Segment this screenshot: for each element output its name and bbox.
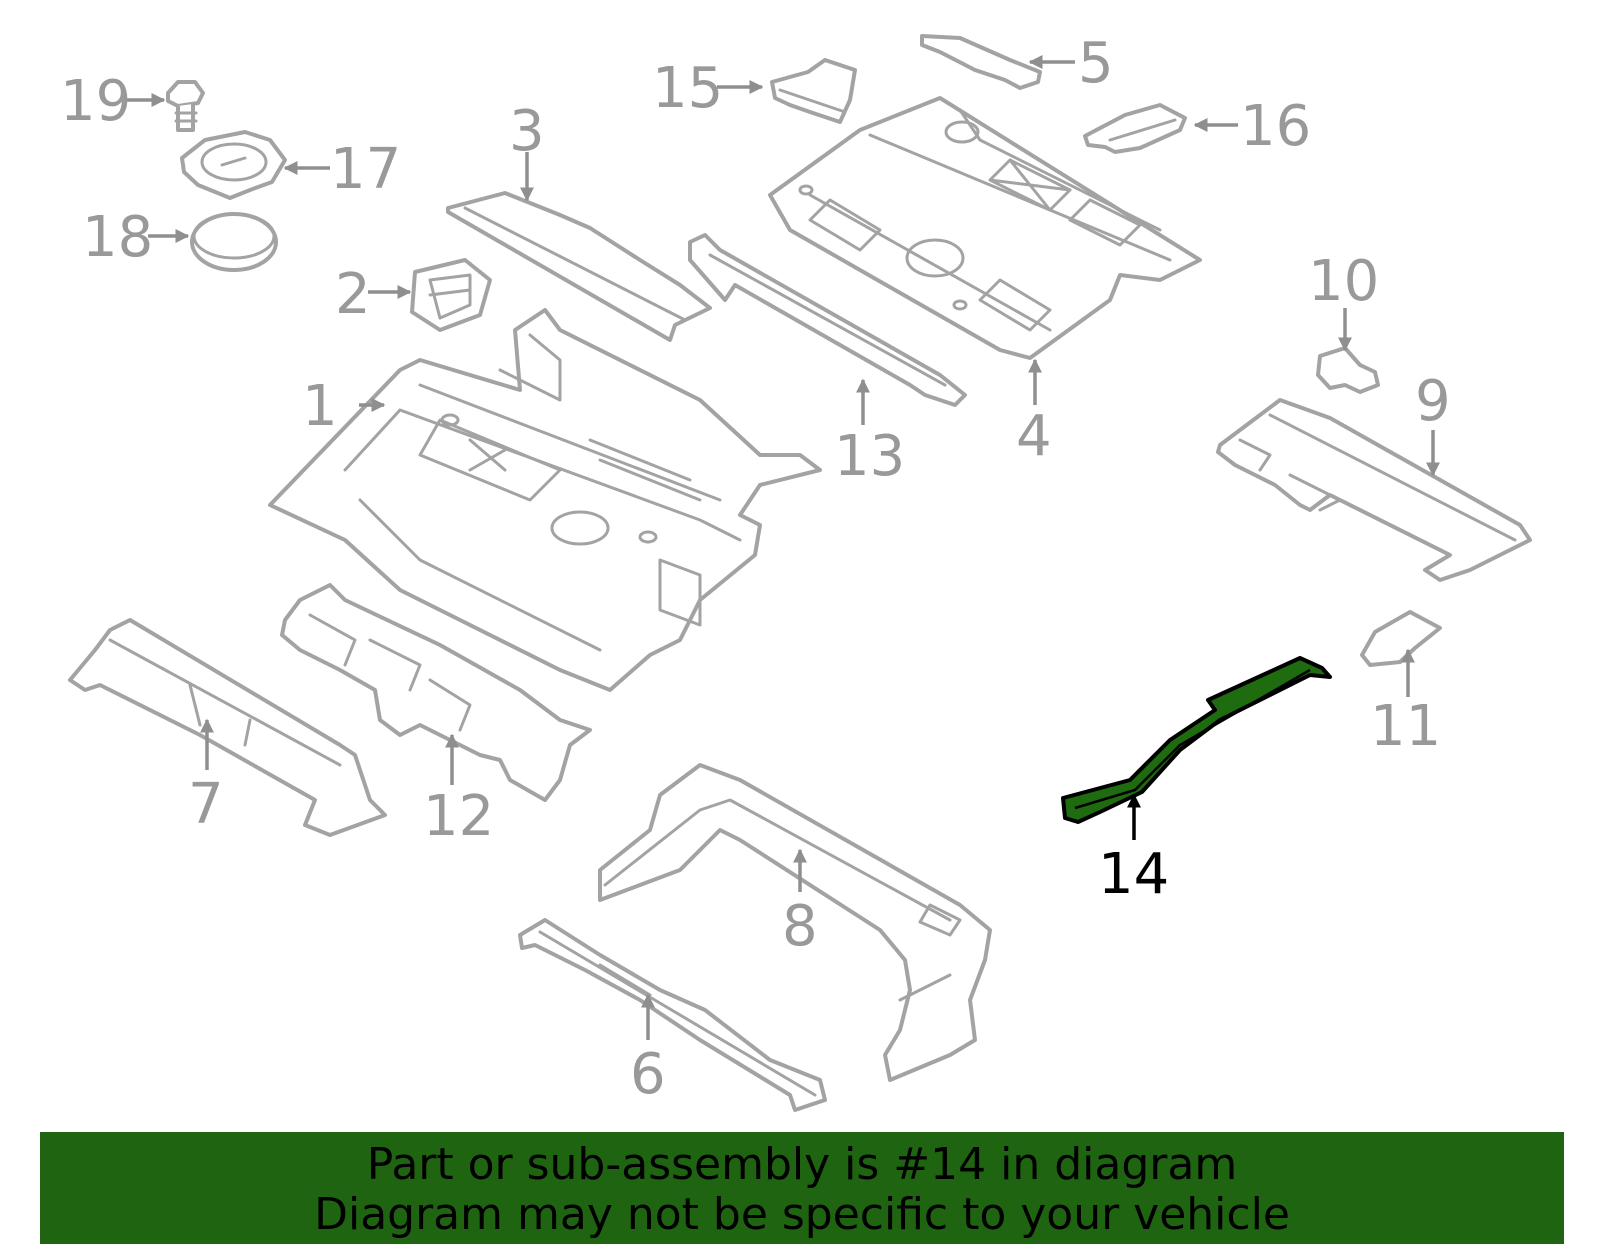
part-6-rail[interactable] xyxy=(518,918,827,1112)
callout-label-13: 13 xyxy=(834,424,905,489)
part-4-floor-panel[interactable] xyxy=(768,96,1202,360)
callout-labels: 1 2 3 4 5 6 7 8 9 10 11 12 13 14 15 16 1… xyxy=(60,31,1451,1107)
part-7-side-rail[interactable] xyxy=(68,618,387,837)
callout-label-4: 4 xyxy=(1016,404,1052,469)
part-9-crossmember[interactable] xyxy=(1216,398,1532,582)
callout-label-12: 12 xyxy=(423,784,494,849)
callout-label-10: 10 xyxy=(1308,249,1379,314)
callout-label-8: 8 xyxy=(782,894,818,959)
part-2-bracket[interactable] xyxy=(410,258,492,332)
callout-label-15: 15 xyxy=(652,56,723,121)
callout-label-1: 1 xyxy=(302,374,338,439)
callout-label-18: 18 xyxy=(82,205,153,270)
callout-label-6: 6 xyxy=(630,1042,666,1107)
part-19-bolt[interactable] xyxy=(166,80,205,132)
part-3-crossmember[interactable] xyxy=(446,191,712,342)
callout-label-16: 16 xyxy=(1240,94,1311,159)
part-10-clip[interactable] xyxy=(1316,346,1380,394)
part-15-bracket[interactable] xyxy=(770,58,857,124)
part-8-rear-frame[interactable] xyxy=(598,763,992,1082)
part-17-plate[interactable] xyxy=(180,130,287,200)
callout-label-9: 9 xyxy=(1415,369,1451,434)
callout-label-14: 14 xyxy=(1098,842,1169,907)
part-11-bracket[interactable] xyxy=(1360,610,1442,667)
callout-label-2: 2 xyxy=(335,262,371,327)
part-5-bracket[interactable] xyxy=(920,34,1042,90)
part-13-channel[interactable] xyxy=(688,233,967,407)
notice-banner: Part or sub-assembly is #14 in diagram D… xyxy=(40,1132,1564,1244)
banner-line-1: Part or sub-assembly is #14 in diagram xyxy=(366,1139,1238,1190)
callout-label-17: 17 xyxy=(330,137,401,202)
banner-line-2: Diagram may not be specific to your vehi… xyxy=(314,1189,1290,1240)
callout-label-3: 3 xyxy=(509,99,545,164)
part-1-rear-floor-pan[interactable] xyxy=(268,308,822,692)
callout-label-11: 11 xyxy=(1370,694,1441,759)
callout-leaders xyxy=(124,55,1440,1040)
callout-label-19: 19 xyxy=(60,69,131,134)
part-14-highlighted-brace[interactable] xyxy=(1061,656,1332,824)
part-16-bracket[interactable] xyxy=(1083,103,1187,154)
callout-label-7: 7 xyxy=(188,772,224,837)
part-18-ring[interactable] xyxy=(190,212,278,272)
callout-label-5: 5 xyxy=(1078,31,1114,96)
part-12-reinforcement[interactable] xyxy=(280,583,592,802)
